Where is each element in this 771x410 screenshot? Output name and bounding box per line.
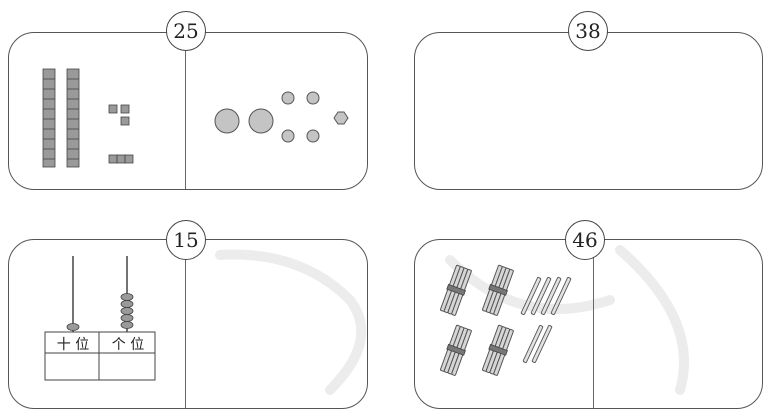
card-number-badge: 15 (166, 220, 206, 260)
card-number-badge: 38 (568, 11, 608, 51)
abacus-icon (39, 250, 169, 410)
card-46 (414, 239, 763, 409)
card-number-badge: 25 (166, 11, 206, 51)
tens-place-label: 十 位 (47, 334, 99, 354)
card-number-badge: 46 (565, 220, 605, 260)
card-38 (414, 32, 763, 190)
stick-bundles-icon (435, 260, 595, 390)
counters-icon (209, 83, 359, 163)
card-15: 十 位 个 位 (8, 239, 368, 409)
card-divider (185, 240, 186, 408)
base-ten-blocks-icon (37, 65, 157, 205)
card-divider (185, 33, 186, 189)
card-25 (8, 32, 368, 190)
ones-place-label: 个 位 (101, 334, 155, 354)
